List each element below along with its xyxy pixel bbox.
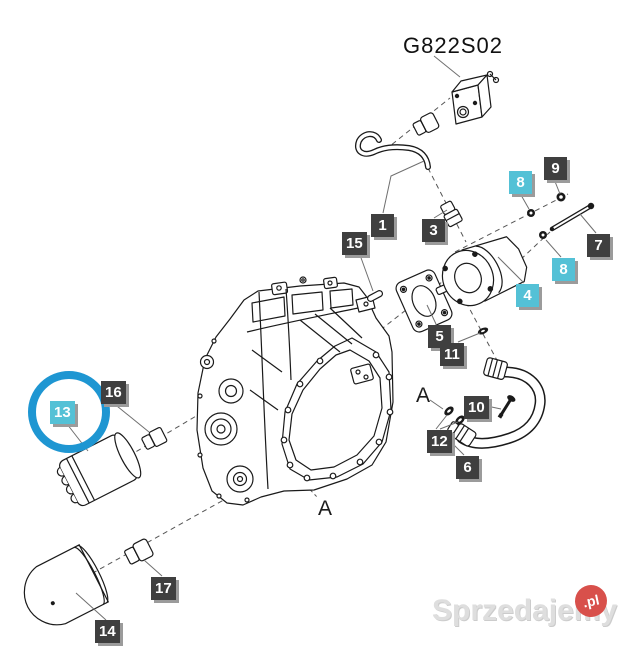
leader-lines (66, 55, 597, 621)
part-label-9[interactable]: 9 (544, 157, 567, 180)
part-gearbox-housing (196, 276, 394, 506)
part-adapter-fitting-lower (124, 538, 154, 565)
part-pipe-fitting (440, 200, 463, 228)
part-valve-block (451, 70, 500, 125)
part-rod (549, 202, 595, 232)
part-label-8a[interactable]: 8 (509, 171, 532, 194)
part-label-17[interactable]: 17 (151, 577, 176, 600)
part-label-6[interactable]: 6 (456, 456, 479, 479)
part-washers-nut (527, 192, 566, 239)
part-label-1[interactable]: 1 (371, 214, 394, 237)
part-o-ring-small (477, 327, 489, 335)
part-dowel-pin (366, 290, 384, 302)
part-label-12[interactable]: 12 (427, 430, 452, 453)
part-union-fitting (412, 112, 440, 136)
part-label-4[interactable]: 4 (516, 284, 539, 307)
part-curved-hose (447, 357, 546, 449)
reference-letter-a-bottom: A (318, 497, 333, 520)
part-label-14[interactable]: 14 (95, 620, 120, 643)
part-label-15[interactable]: 15 (342, 232, 367, 255)
reference-letter-a-right: A (416, 384, 431, 407)
part-oil-filter-canister (23, 544, 110, 626)
part-label-7[interactable]: 7 (587, 234, 610, 257)
part-bolt (497, 395, 516, 419)
part-oil-pipe (355, 131, 431, 170)
part-label-16[interactable]: 16 (101, 381, 126, 404)
watermark: Sprzedajemy .pl (432, 582, 622, 628)
highlight-circle (28, 371, 110, 453)
part-label-8b[interactable]: 8 (552, 258, 575, 281)
part-label-3[interactable]: 3 (422, 219, 445, 242)
part-label-10[interactable]: 10 (464, 396, 489, 419)
part-adapter-fitting (141, 426, 168, 450)
part-oil-filter (56, 432, 142, 507)
part-oil-pump (435, 236, 528, 307)
part-label-5[interactable]: 5 (428, 325, 451, 348)
diagram-title: G822S02 (403, 33, 503, 58)
part-label-13[interactable]: 13 (50, 401, 75, 424)
part-label-11[interactable]: 11 (440, 343, 464, 366)
